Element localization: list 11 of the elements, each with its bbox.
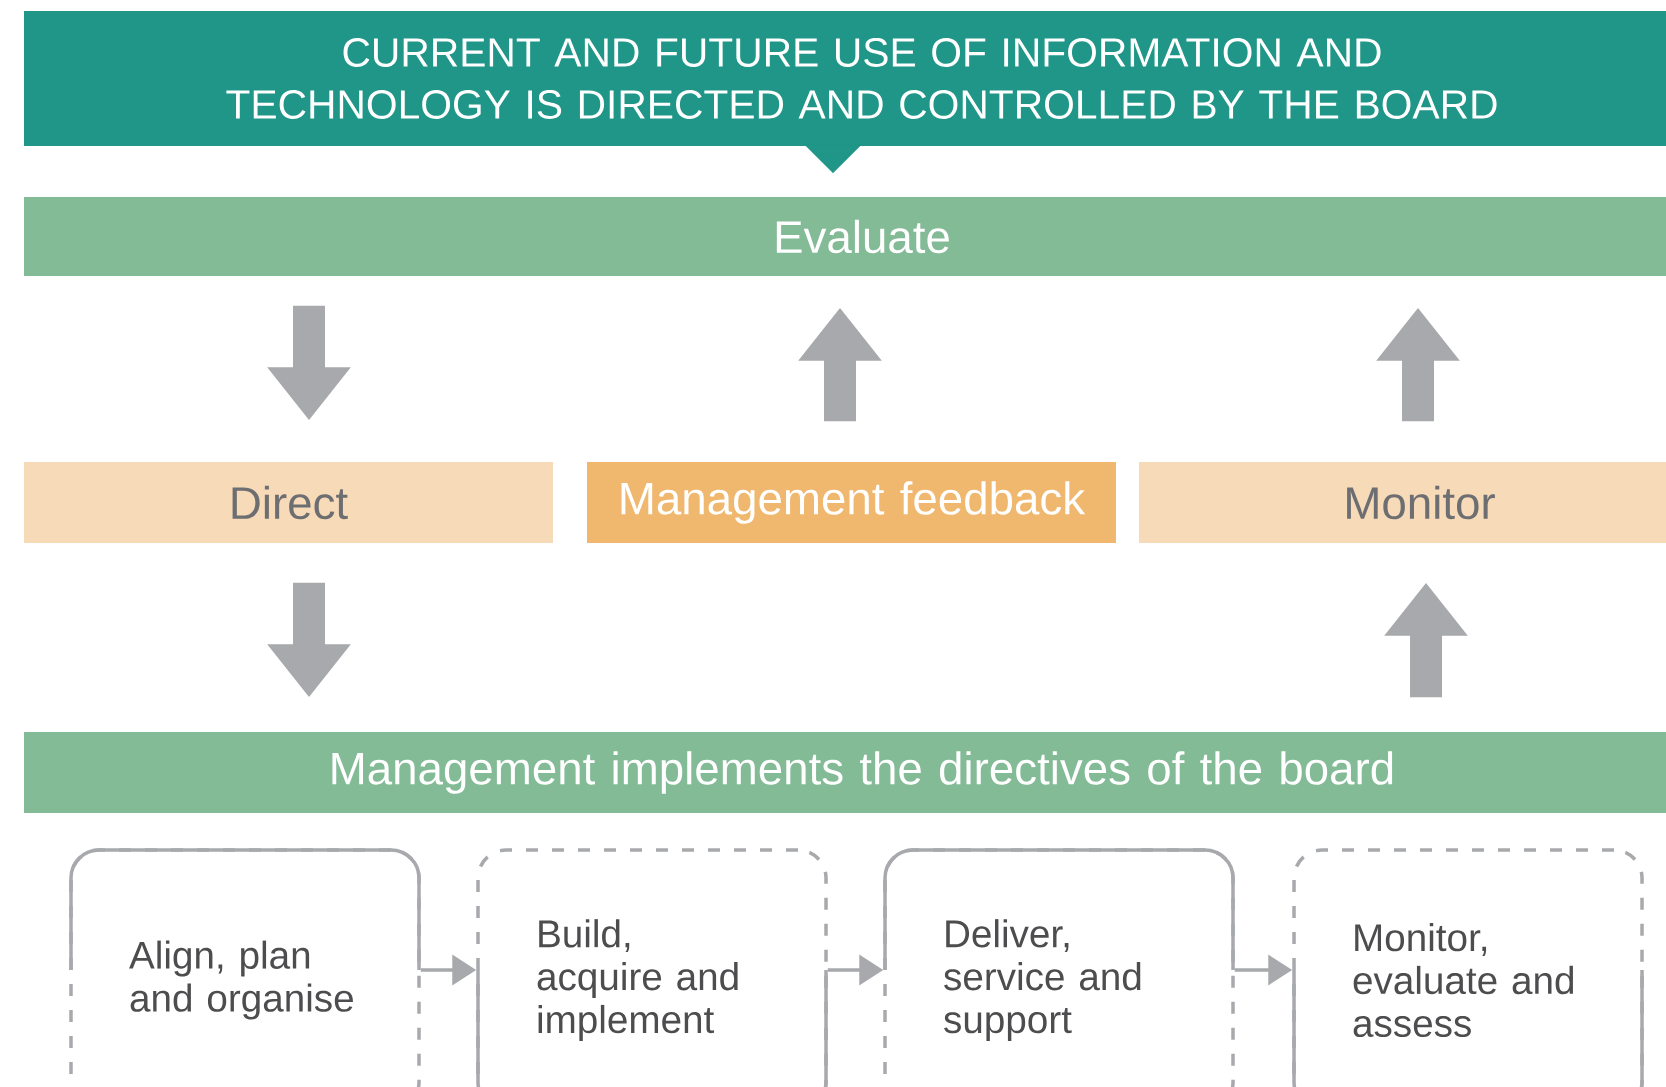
process-box: Monitor, evaluate and assess (1292, 848, 1644, 1087)
band: Evaluate (24, 197, 1666, 276)
label-box: Monitor (1139, 462, 1666, 543)
process-box: Deliver, service and support (883, 848, 1235, 1087)
pointer-triangle (805, 145, 861, 174)
process-box: Align, plan and organise (69, 848, 421, 1087)
banner-box: CURRENT AND FUTURE USE OF INFORMATION AND TECHNOLOGY IS DIRECTED AND CONTROLLED BY THE BOARD (24, 11, 1666, 146)
label-box: Management feedback (587, 462, 1116, 543)
process-box: Build, acquire and implement (476, 848, 828, 1087)
band: Management implements the directives of the board (24, 732, 1666, 814)
label-box: Direct (24, 462, 553, 543)
